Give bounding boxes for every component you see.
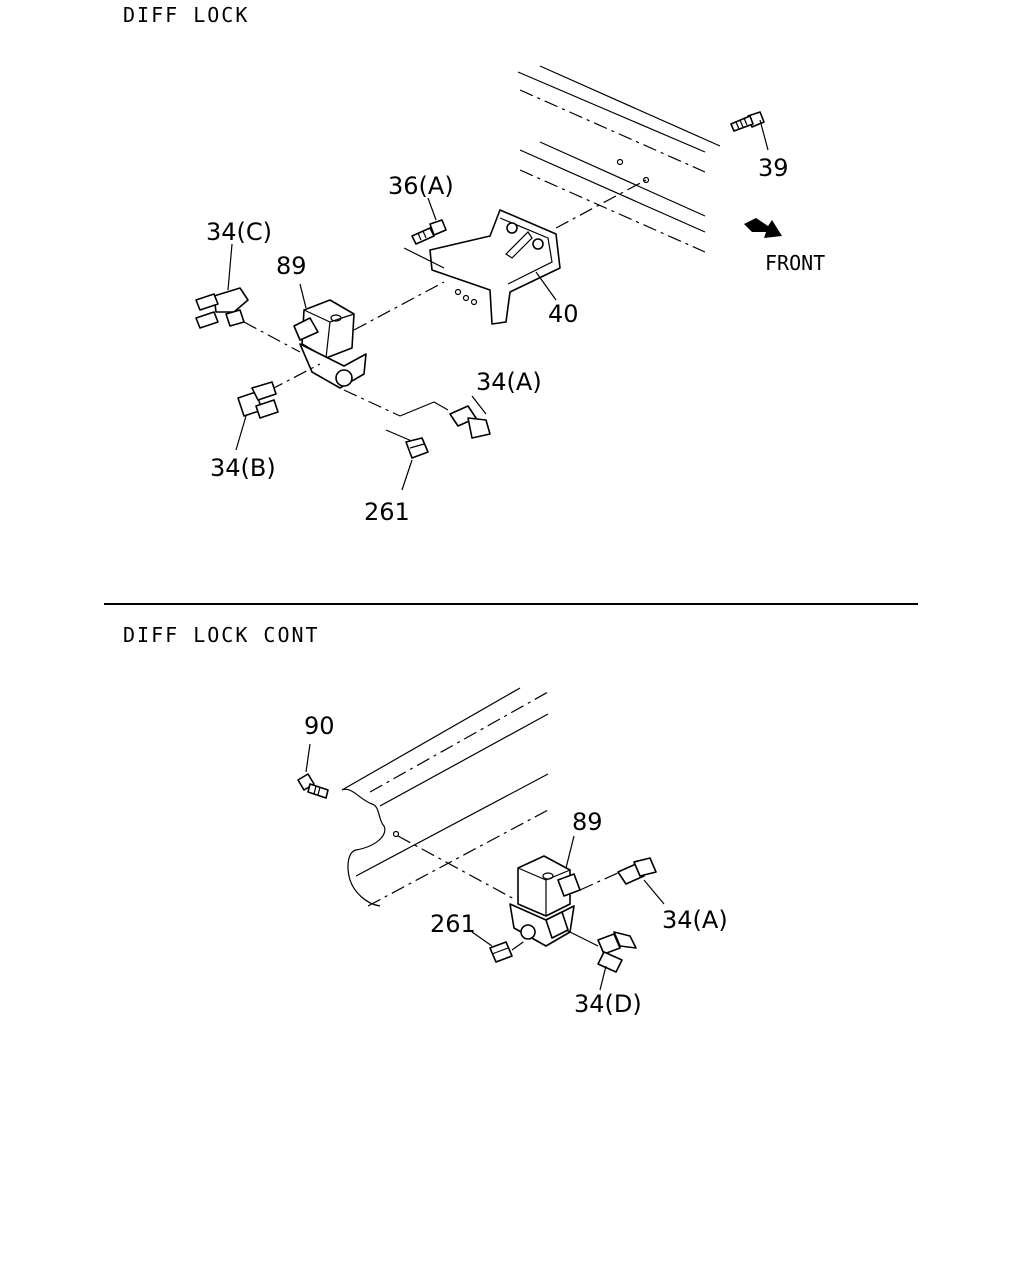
label-261-upper: 261 bbox=[364, 498, 410, 526]
valve-89-lower bbox=[509, 835, 581, 947]
label-39: 39 bbox=[758, 154, 789, 182]
valve-89 bbox=[293, 283, 367, 389]
frame-rail bbox=[517, 65, 721, 253]
label-90: 90 bbox=[304, 712, 335, 740]
guide-line bbox=[269, 363, 321, 391]
guide-line bbox=[399, 401, 449, 417]
label-34a-lower: 34(A) bbox=[662, 906, 728, 934]
fitting-34b bbox=[235, 381, 279, 451]
fitting-34a bbox=[449, 395, 491, 439]
section-title-diff-lock-cont: DIFF LOCK CONT bbox=[123, 623, 320, 647]
plug-261-lower bbox=[471, 931, 527, 963]
fitting-34d bbox=[565, 929, 637, 991]
bolt-39 bbox=[730, 111, 769, 151]
label-34d: 34(D) bbox=[574, 990, 642, 1018]
bolt-90 bbox=[297, 743, 329, 799]
label-89-upper: 89 bbox=[276, 252, 307, 280]
bolt-36a bbox=[403, 197, 447, 269]
plug-261 bbox=[401, 437, 429, 491]
label-34b: 34(B) bbox=[210, 454, 276, 482]
front-label: FRONT bbox=[765, 251, 825, 275]
guide-line bbox=[243, 321, 301, 353]
section-title-diff-lock: DIFF LOCK bbox=[123, 3, 249, 27]
fitting-34a-lower bbox=[617, 857, 665, 905]
guide-line bbox=[555, 179, 647, 229]
guide-line bbox=[353, 281, 445, 331]
label-261-lower: 261 bbox=[430, 910, 476, 938]
guide-line bbox=[579, 871, 621, 891]
label-34a-upper: 34(A) bbox=[476, 368, 542, 396]
front-arrow-icon bbox=[744, 218, 782, 238]
label-34c: 34(C) bbox=[206, 218, 272, 246]
guide-line bbox=[343, 389, 401, 417]
frame-channel bbox=[341, 687, 549, 907]
fitting-34c bbox=[195, 243, 249, 329]
guide-line bbox=[397, 835, 517, 901]
guide-line bbox=[385, 429, 415, 443]
bracket-40 bbox=[429, 209, 561, 325]
label-89-lower: 89 bbox=[572, 808, 603, 836]
label-40: 40 bbox=[548, 300, 579, 328]
label-36a: 36(A) bbox=[388, 172, 454, 200]
